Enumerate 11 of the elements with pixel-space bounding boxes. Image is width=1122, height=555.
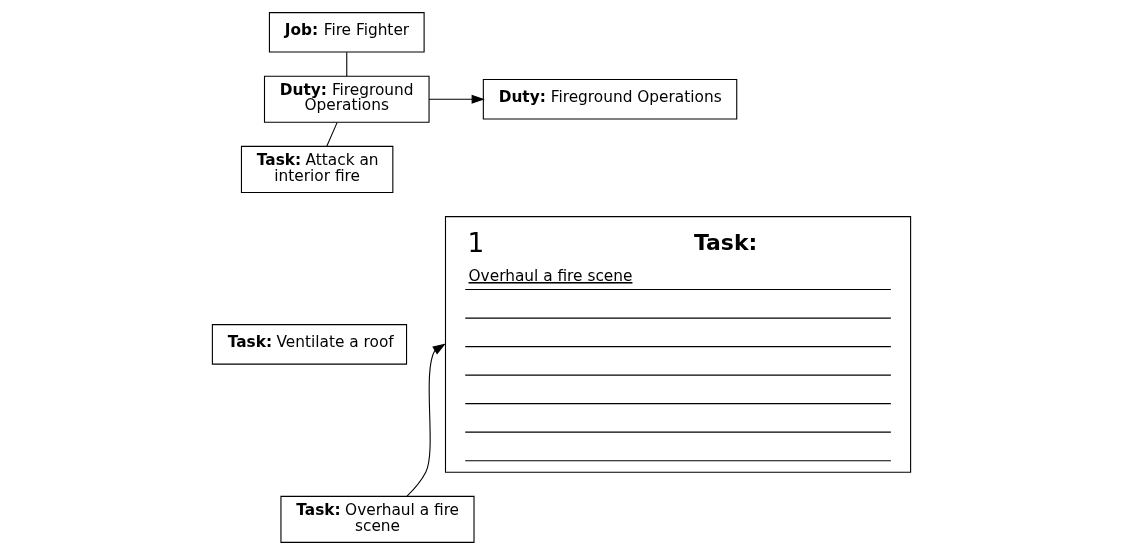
connector — [345, 51, 347, 77]
node-box: Duty: Fireground Operations — [263, 75, 430, 123]
node-box: Task: Ventilate a roof — [211, 324, 407, 365]
connector — [325, 122, 338, 147]
node-box: Duty: Fireground Operations — [482, 78, 737, 120]
node-box: Task: Overhaul a fire scene — [279, 495, 475, 543]
arrow — [428, 94, 485, 104]
arrow — [405, 343, 446, 497]
node-box: 1 Task: Overhaul a fire scene — [444, 216, 911, 473]
node-box: Task: Attack an interior fire — [240, 145, 393, 194]
node-box: Job: Fire Fighter — [268, 12, 425, 53]
